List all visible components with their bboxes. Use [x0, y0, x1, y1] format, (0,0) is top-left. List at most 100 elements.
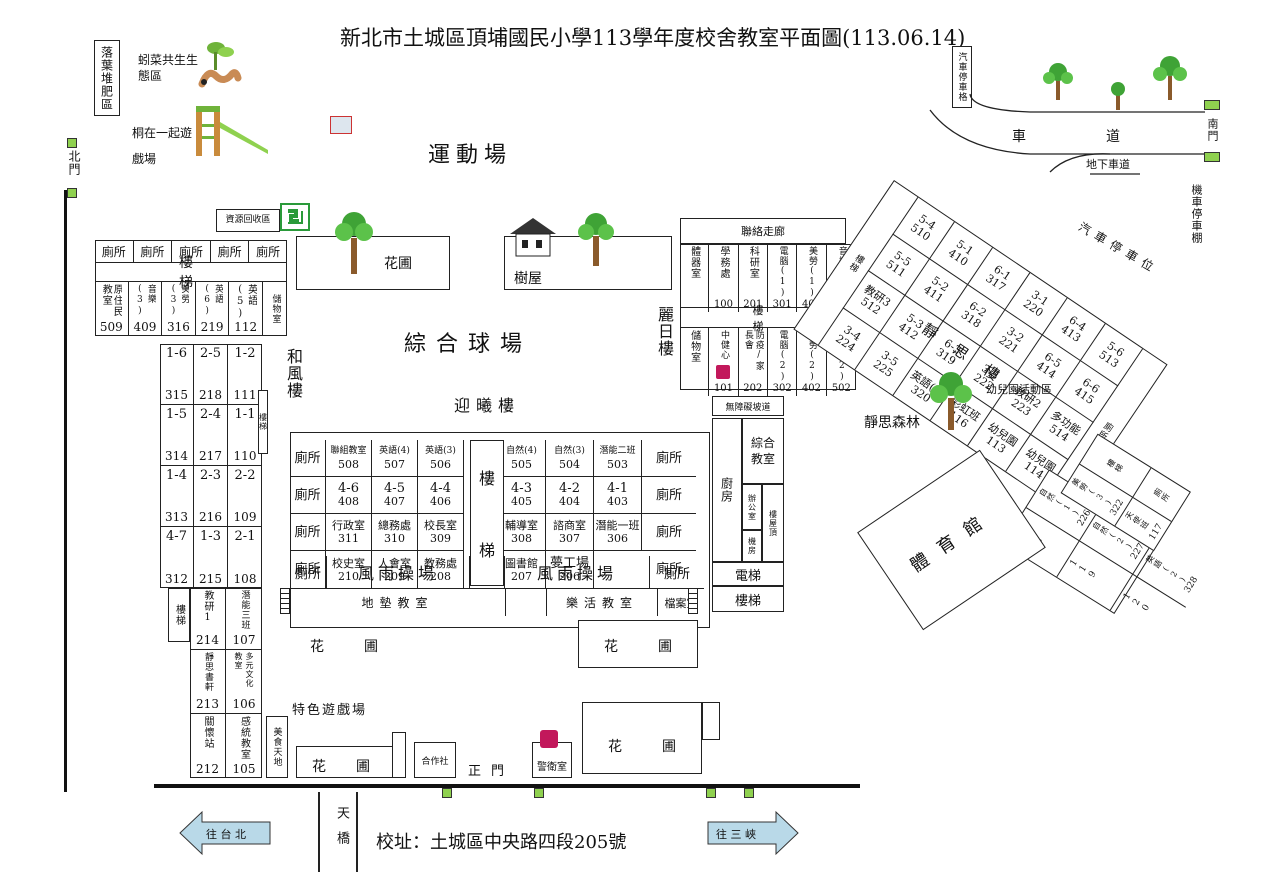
room: 英語(4)507 [372, 440, 418, 477]
stairs-char: 樓 [478, 469, 495, 488]
to-taipei-label: 往 台 北 [206, 828, 246, 841]
driveway-curves [929, 93, 1205, 175]
garden-south-label: 花圃 [310, 639, 418, 655]
tree-icon [335, 212, 373, 274]
arrow-right-icon [707, 810, 799, 856]
kitchen: 廚房 [712, 418, 742, 562]
tree-icon [1111, 82, 1125, 110]
toilet: 廁所 [172, 240, 211, 262]
garden-post [392, 732, 406, 778]
bridge-label: 天橋 [334, 806, 349, 856]
north-gate-marker-top [67, 138, 77, 148]
room: 美勞(3)316 [162, 282, 196, 336]
toilet: 廁所 [290, 556, 327, 588]
music-room: 樂活教室 [565, 596, 638, 610]
elevator: 電梯 [712, 562, 784, 586]
coop: 合作社 [414, 742, 456, 778]
ying-xi-bottom-row: 地墊教室 樂活教室 檔案室 [290, 588, 704, 616]
stairs-char: 梯 [478, 541, 495, 560]
food-court: 美食天地 [266, 716, 288, 778]
multi-room: 綜合教室 [742, 418, 784, 484]
toilet: 廁所 [663, 566, 690, 582]
corridor: 聯絡走廊 [680, 218, 846, 244]
office: 辦公室 [742, 484, 762, 530]
toilet: 廁所 [655, 562, 682, 577]
li-ri-stairs: 樓梯 [680, 304, 856, 333]
bridge-line-left [318, 792, 320, 872]
gate-marker [706, 788, 716, 798]
scooter-park-label: 機車停車棚 [1190, 184, 1203, 244]
garden-label: 花圃 [384, 256, 412, 272]
ying-xi-stairs-center: 樓 梯 [470, 440, 504, 586]
garden-label: 花圃 [604, 639, 712, 655]
earthworm-plant-icon [198, 42, 242, 88]
recycle-icon [280, 203, 310, 231]
toilet: 廁所 [290, 440, 326, 477]
toilet: 廁所 [290, 514, 326, 551]
underground-road-label: 地下車道 [1086, 158, 1130, 171]
sports-field-label: 運動場 [428, 143, 513, 168]
small-marker [330, 116, 352, 134]
address-label: 校址：土城區中央路四段205號 [376, 832, 627, 853]
kinder-area-label: 幼兒園活動區 [986, 383, 1052, 396]
heh-feng-label: 和風樓 [284, 348, 303, 399]
tung-play-label: 桐在一起遊戲場 [132, 126, 193, 166]
rain-field-west: 風雨操場 [327, 556, 470, 588]
health-center-icon [716, 364, 731, 379]
toilet: 廁所 [642, 514, 696, 551]
arrow-left-icon [179, 810, 271, 856]
room: 美勞(2)402 [797, 328, 827, 396]
car-park-label: 汽車停車位 [1076, 219, 1161, 277]
toilet: 廁所 [642, 440, 696, 477]
south-gate-marker [1204, 152, 1220, 162]
south-gate-marker [1204, 100, 1220, 110]
road-label: 車道 [1012, 129, 1200, 145]
garden-north: 花圃 [296, 236, 450, 290]
gym-label: 體育館 [906, 505, 998, 577]
toilet: 廁所 [134, 240, 173, 262]
tree-icon [930, 372, 972, 430]
playground-slide-icon [196, 106, 268, 156]
room: 自然(4)505 [498, 440, 546, 477]
room: 電腦(1)301 [768, 244, 798, 312]
tree-house-label: 樹屋 [514, 271, 542, 287]
south-boundary-line [154, 784, 860, 788]
compost-label: 落葉堆肥區 [99, 45, 114, 111]
north-gate-marker-bottom [67, 188, 77, 198]
ball-court-label: 綜合球場 [404, 332, 533, 357]
gate-marker [442, 788, 452, 798]
heh-feng-lower-block [190, 588, 262, 778]
heh-feng-stairs-side: 樓梯 [258, 390, 268, 454]
room: 自然(3)504 [546, 440, 594, 477]
to-sanxia-label: 往 三 峽 [716, 828, 756, 841]
roof-stairs: 樓屋頂 [762, 484, 784, 562]
heh-feng-building [160, 344, 262, 588]
